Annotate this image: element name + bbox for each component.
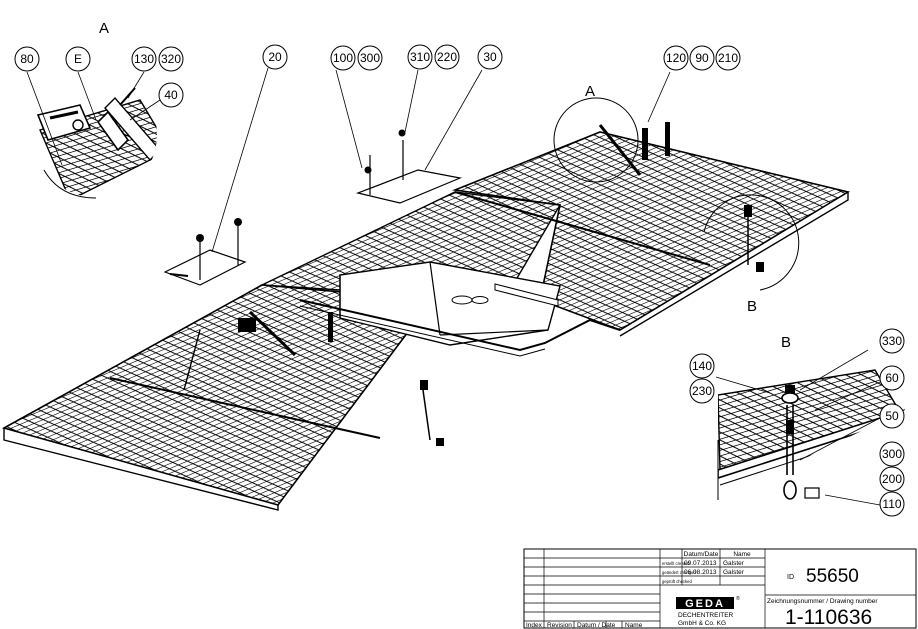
balloon-110: 110 — [879, 491, 905, 517]
title-row1-date: 09.07.2013 — [684, 560, 717, 567]
bracket-30 — [355, 129, 463, 204]
balloon-100: 100 — [330, 45, 356, 71]
svg-text:60: 60 — [885, 371, 899, 385]
svg-text:40: 40 — [164, 88, 178, 102]
svg-text:®: ® — [736, 595, 740, 602]
company-line-2: GmbH & Co. KG — [678, 620, 726, 627]
balloon-20: 20 — [262, 44, 288, 70]
company-logo: GEDA ® — [676, 595, 740, 610]
title-row2-date: 06.08.2013 — [684, 569, 717, 576]
balloon-300: 300 — [357, 45, 383, 71]
svg-text:200: 200 — [882, 472, 902, 486]
hinge-left — [238, 310, 333, 357]
balloon-40: 40 — [158, 82, 184, 108]
balloon-220: 220 — [434, 44, 460, 70]
rev-name: Name — [625, 622, 643, 629]
center-mesh-deck — [259, 191, 562, 291]
svg-text:320: 320 — [161, 52, 181, 66]
rev-date: Datum / Date — [577, 622, 616, 629]
balloon-200: 200 — [879, 466, 905, 492]
svg-text:100: 100 — [333, 51, 353, 65]
svg-text:310: 310 — [410, 50, 430, 64]
svg-text:20: 20 — [268, 50, 282, 64]
svg-text:GEDA: GEDA — [685, 598, 725, 610]
balloon-300-b: 300 — [879, 441, 905, 467]
balloon-60: 60 — [879, 365, 905, 391]
svg-text:220: 220 — [437, 50, 457, 64]
detail-a-view — [36, 87, 157, 199]
svg-text:230: 230 — [692, 384, 712, 398]
rev-revision: Revision — [547, 622, 572, 629]
balloon-330: 330 — [879, 328, 905, 354]
svg-text:80: 80 — [20, 52, 34, 66]
svg-text:140: 140 — [692, 359, 712, 373]
svg-text:210: 210 — [718, 51, 738, 65]
detail-label-b-detail: B — [781, 334, 791, 351]
svg-text:300: 300 — [360, 51, 380, 65]
drawing-number: 1-110636 — [785, 606, 872, 629]
bracket-20 — [163, 218, 247, 286]
svg-text:330: 330 — [882, 334, 902, 348]
hook-b-main — [744, 205, 764, 272]
title-row2-name: Galster — [723, 569, 745, 576]
balloon-30: 30 — [477, 44, 503, 70]
id-prefix: ID — [787, 574, 794, 581]
svg-text:E: E — [74, 52, 82, 66]
rev-index: Index — [526, 622, 543, 629]
title-col-name: Name — [733, 551, 751, 558]
title-block: Datum/Date Name erstellt created 09.07.2… — [523, 548, 917, 629]
balloon-140: 140 — [689, 353, 715, 379]
cable-hook — [420, 380, 444, 446]
id-value: 55650 — [806, 566, 859, 587]
balloon-230: 230 — [689, 378, 715, 404]
balloon-130: 130 — [131, 46, 157, 72]
main-platform — [1, 131, 851, 511]
svg-text:90: 90 — [695, 51, 709, 65]
title-row3-label: geprüft checked — [662, 579, 692, 584]
svg-text:130: 130 — [134, 52, 154, 66]
balloon-80: 80 — [14, 46, 40, 72]
detail-label-a-drawing: A — [585, 83, 595, 100]
svg-text:110: 110 — [882, 497, 901, 511]
company-line-1: DECHENTREITER — [678, 612, 734, 619]
title-row1-label: erstellt created — [662, 561, 690, 566]
detail-circle-a — [553, 97, 639, 183]
title-col-date: Datum/Date — [684, 551, 719, 558]
detail-circle-b — [703, 194, 800, 291]
detail-label-b-drawing: B — [747, 298, 757, 315]
balloon-90: 90 — [689, 45, 715, 71]
balloon-210: 210 — [715, 45, 741, 71]
svg-text:300: 300 — [882, 447, 902, 461]
detail-label-a-top: A — [99, 20, 109, 37]
hardware-120 — [598, 122, 670, 176]
svg-text:50: 50 — [885, 409, 899, 423]
hook-b-detail — [781, 385, 820, 500]
title-row1-name: Galster — [723, 560, 745, 567]
balloon-E: E — [65, 46, 91, 72]
drawing-number-label: Zeichnungsnummer / Drawing number — [767, 598, 878, 605]
svg-text:120: 120 — [666, 51, 686, 65]
title-row2-label: geändert changed — [662, 570, 696, 575]
leader-lines — [26, 67, 881, 506]
balloon-120: 120 — [663, 45, 689, 71]
detail-b-view — [717, 369, 905, 500]
balloon-50: 50 — [879, 403, 905, 429]
balloon-310: 310 — [407, 44, 433, 70]
svg-text:30: 30 — [483, 50, 497, 64]
balloon-callouts: 80 E 130 320 40 20 100 300 310 220 30 12… — [14, 44, 905, 517]
balloon-320: 320 — [158, 46, 184, 72]
